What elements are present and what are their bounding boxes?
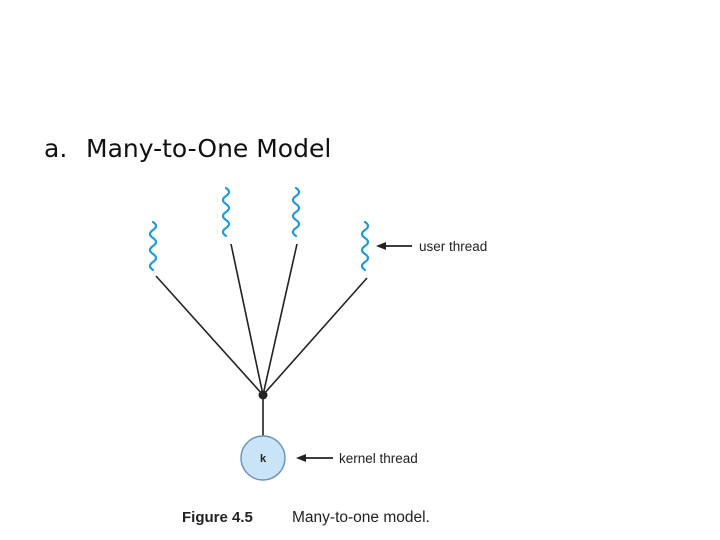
user-threads [148, 186, 370, 272]
connectors [155, 243, 368, 437]
kernel-thread-arrowhead [296, 454, 306, 462]
connector-4 [262, 277, 368, 396]
kernel-thread-label: kernel thread [339, 451, 418, 466]
kernel-thread-circle [240, 435, 286, 481]
connector-1 [155, 275, 264, 396]
kernel-node-label: k [260, 453, 267, 465]
list-marker: a. [44, 134, 68, 163]
user-thread-label: user thread [419, 239, 487, 254]
connector-3 [262, 243, 298, 396]
caption-figure-number: Figure 4.5 [182, 509, 253, 526]
user-thread-1 [148, 220, 158, 272]
user-thread-2 [221, 186, 231, 238]
caption-text: Many-to-one model. [292, 509, 430, 526]
kernel-thread-callout: kernel thread [296, 451, 418, 466]
kernel-thread-node: k [240, 435, 286, 481]
slide-title: a. Many-to-One Model [44, 134, 331, 163]
connector-2 [230, 243, 264, 396]
user-thread-callout: user thread [376, 239, 487, 254]
figure-caption: Figure 4.5 Many-to-one model. [182, 509, 430, 526]
user-thread-3 [291, 186, 301, 238]
heading-text: Many-to-One Model [86, 134, 332, 163]
user-thread-4 [360, 220, 370, 272]
user-thread-arrowhead [376, 242, 386, 250]
junction-dot [258, 390, 268, 400]
